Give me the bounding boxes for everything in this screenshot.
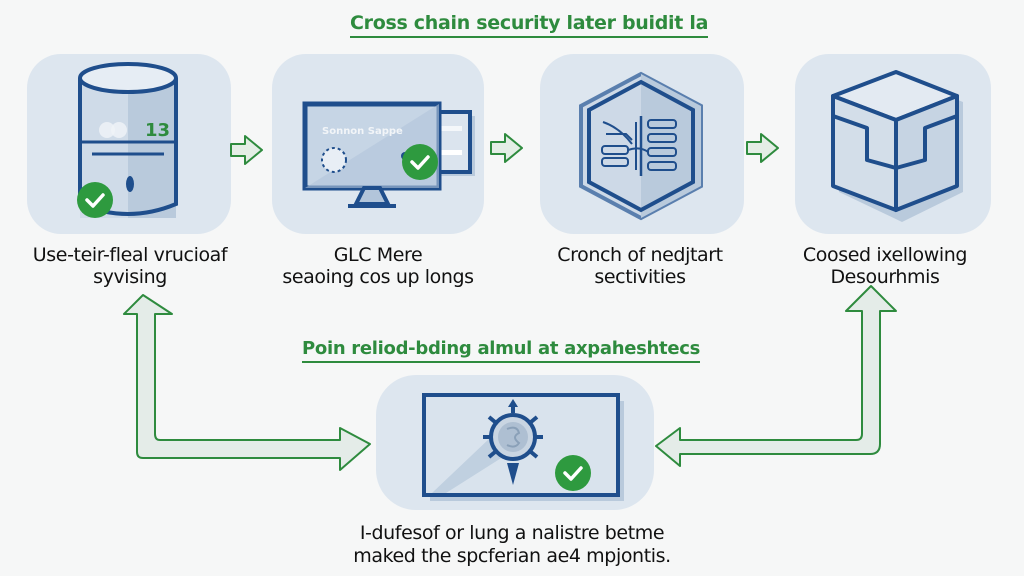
step-1-caption-line2: syvising	[93, 266, 167, 288]
gear-shield-icon	[422, 393, 624, 501]
step-2-caption-line2: seaoing cos up longs	[282, 266, 474, 288]
bottom-step-tile[interactable]	[376, 375, 654, 510]
verified-check-icon	[77, 182, 113, 218]
middle-heading: Poin reliod-bding almul at axpaheshtecs	[302, 338, 700, 363]
device-label: 13	[145, 120, 170, 141]
right-arrow-icon	[746, 133, 779, 163]
step-3-caption: Cronch of nedjtart sectivities	[520, 244, 760, 288]
hexagon-network-icon	[579, 71, 703, 221]
step-1-caption: Use-teir-fleal vrucioaf syvising	[0, 244, 260, 288]
step-4-caption: Coosed ixellowing Desourhmis	[770, 244, 1000, 288]
right-arrow-icon	[230, 135, 263, 165]
top-heading: Cross chain security later buidit la	[350, 12, 708, 38]
bottom-step-caption: I-dufesof or lung a nalistre betme maked…	[312, 522, 712, 568]
step-2-caption-line1: GLC Mere	[333, 244, 423, 266]
bottom-caption-line2: maked the spcferian ae4 mpjontis.	[353, 545, 671, 567]
cube-icon	[831, 70, 963, 222]
verified-check-icon	[555, 455, 591, 491]
verified-check-icon	[402, 144, 438, 180]
right-arrow-icon	[490, 133, 523, 163]
step-1-tile[interactable]: 13	[27, 54, 231, 234]
step-3-tile[interactable]	[540, 54, 744, 234]
step-3-caption-line2: sectivities	[594, 266, 686, 288]
step-1-caption-line1: Use-teir-fleal vrucioaf	[32, 244, 228, 266]
step-4-tile[interactable]	[795, 54, 991, 234]
step-4-caption-line2: Desourhmis	[830, 266, 940, 288]
bottom-caption-line1: I-dufesof or lung a nalistre betme	[359, 522, 665, 544]
step-2-caption: GLC Mere seaoing cos up longs	[258, 244, 498, 288]
screen-label: Sonnon Sappe	[322, 126, 403, 137]
step-2-tile[interactable]: Sonnon Sappe	[272, 54, 484, 234]
step-4-caption-line1: Coosed ixellowing	[802, 244, 968, 266]
step-3-caption-line1: Cronch of nedjtart	[557, 244, 723, 266]
